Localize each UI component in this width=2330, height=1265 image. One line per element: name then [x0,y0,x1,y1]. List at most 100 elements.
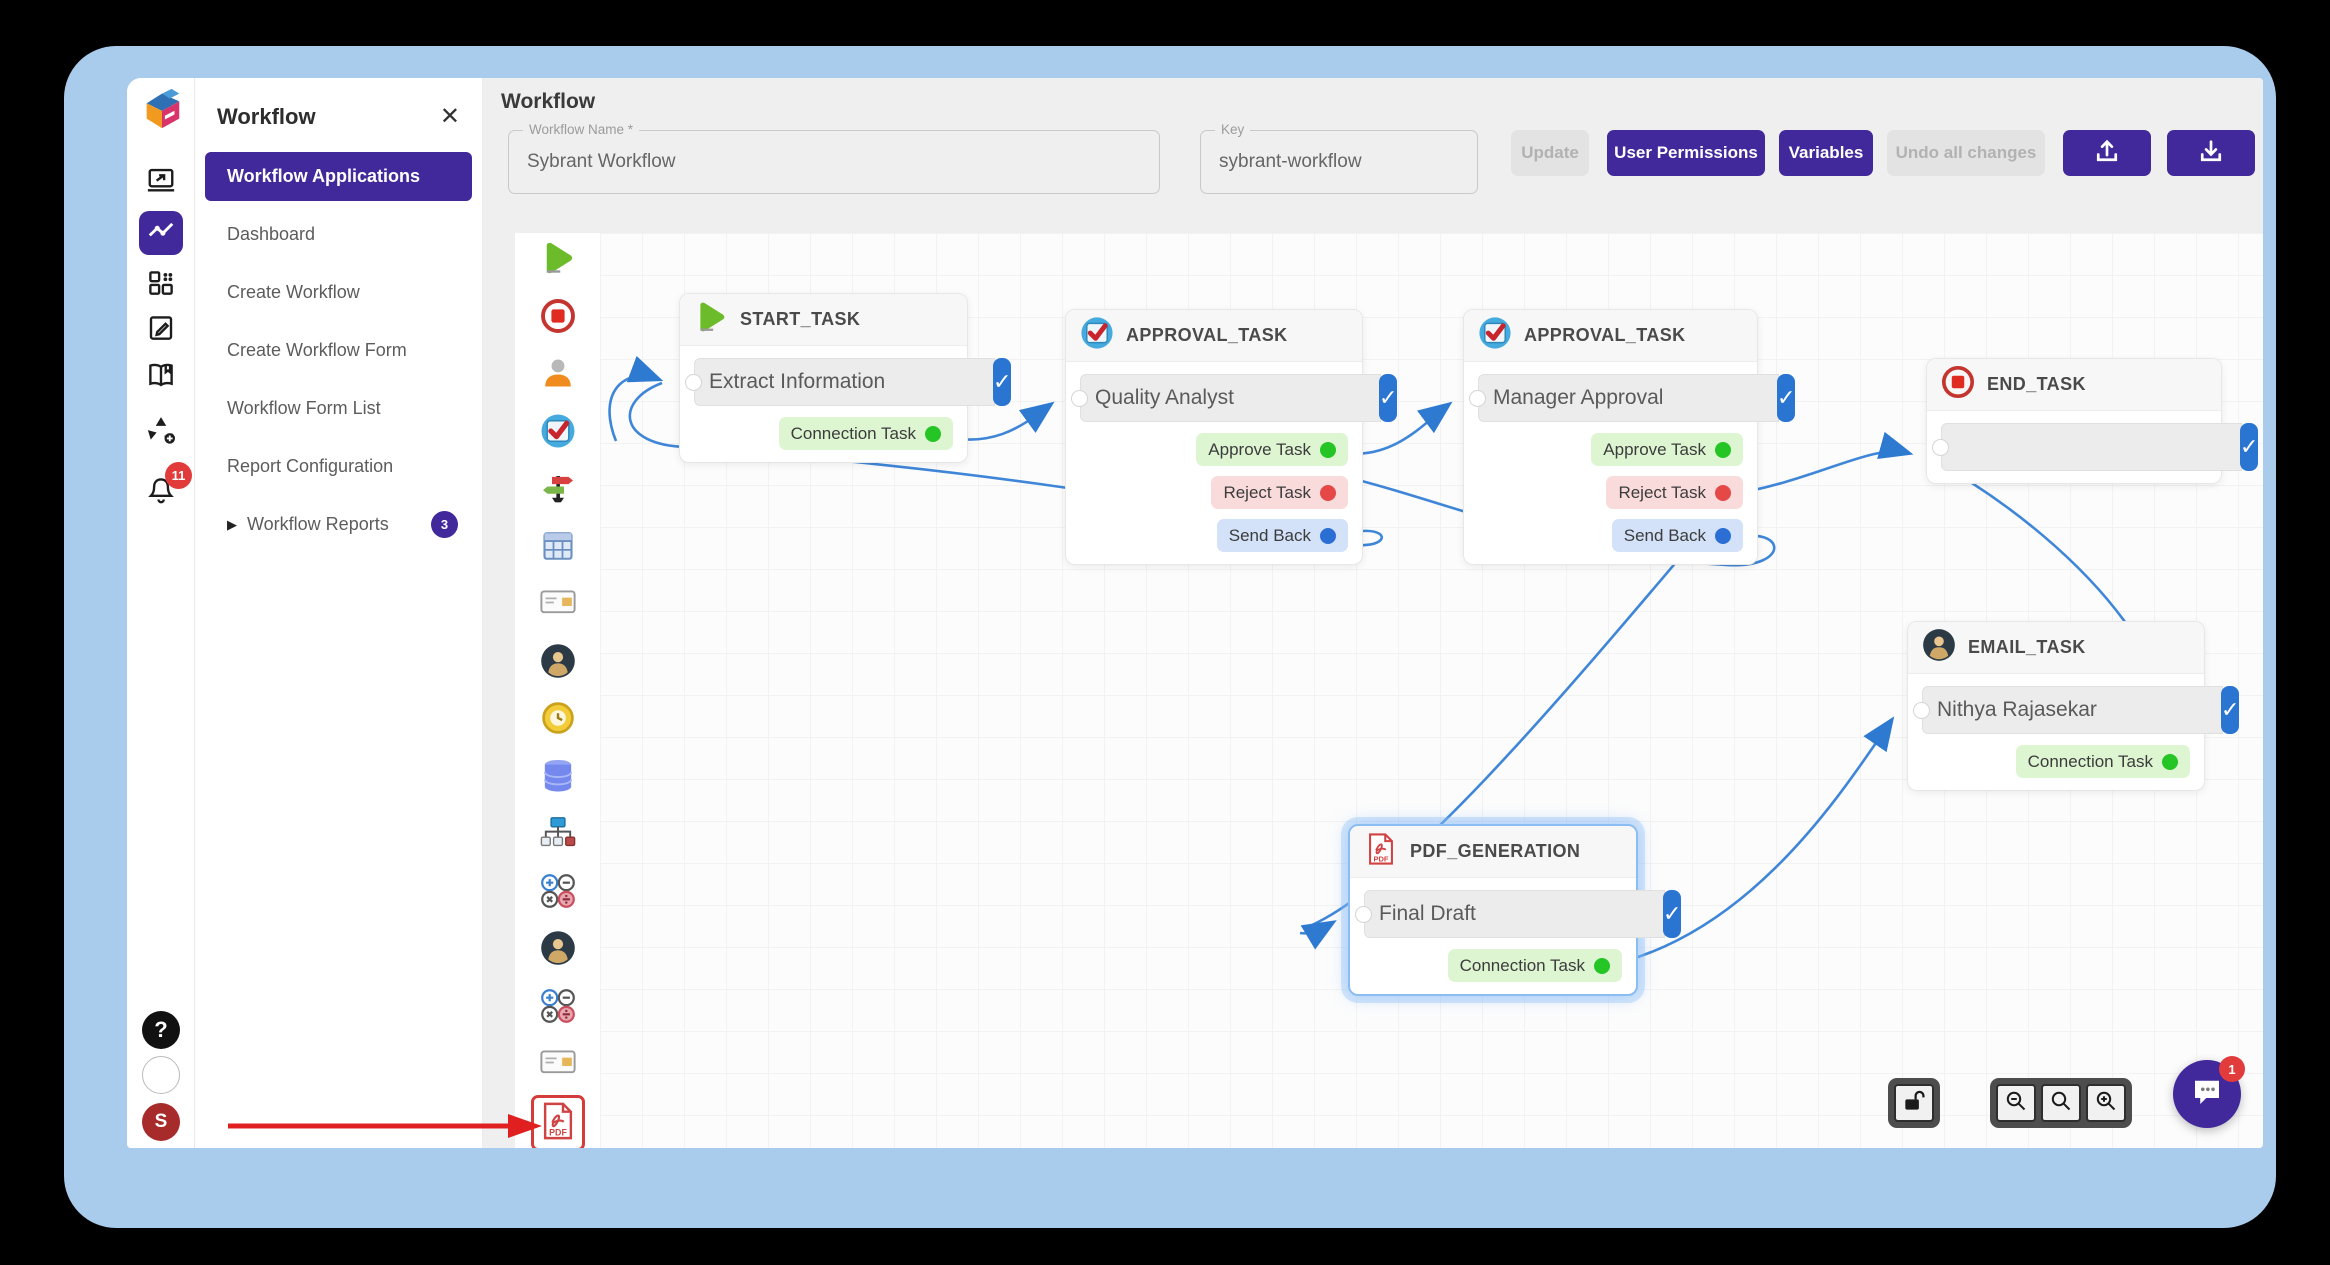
sidebar-item-workflow-applications[interactable]: Workflow Applications [205,152,472,201]
node-header[interactable]: START_TASK [680,294,967,346]
rail-empty-circle-button[interactable] [142,1056,180,1094]
page-title: Workflow [501,90,596,113]
workflow-canvas[interactable]: START_TASK ✓ Connection Task APPROVAL_TASK ✓… [600,233,2263,1148]
zoom-in-button[interactable] [2086,1084,2126,1122]
palette-timer[interactable] [536,697,580,743]
palette-sitemap[interactable] [536,812,580,858]
workflow-node-email[interactable]: EMAIL_TASK ✓ Connection Task [1907,621,2240,791]
confirm-check-button[interactable]: ✓ [1777,374,1796,422]
input-port[interactable] [1355,906,1372,923]
sidebar-item-dashboard[interactable]: Dashboard [205,210,472,259]
input-port[interactable] [1913,702,1930,719]
output-port-dot[interactable] [1715,484,1731,501]
chat-button[interactable]: 1 [2173,1056,2245,1128]
confirm-check-button[interactable]: ✓ [993,358,1012,406]
output-port-dot[interactable] [2162,753,2178,770]
rail-book-button[interactable] [139,355,183,399]
close-icon[interactable]: ✕ [439,103,460,130]
output-port-dot[interactable] [1715,527,1731,544]
output-port-dot[interactable] [1320,527,1336,544]
rail-flow-add-button[interactable] [139,409,183,453]
sidebar-item-create-workflow-form[interactable]: Create Workflow Form [205,326,472,375]
zoom-out-icon [2004,1089,2028,1118]
output-port-dot[interactable] [1320,441,1336,458]
outcome-pill-connection-task[interactable]: Connection Task [2015,745,2190,778]
chat-icon [2189,1074,2225,1115]
palette-approval-task[interactable] [536,410,580,456]
outcome-pill-approve-task[interactable]: Approve Task [1591,433,1743,466]
node-name-input[interactable] [1941,423,2242,471]
user-permissions-button[interactable]: User Permissions [1607,130,1765,176]
palette-stop-tool[interactable] [536,295,580,341]
undo-all-changes-button[interactable]: Undo all changes [1887,130,2045,176]
rail-bell-button[interactable]: 11 [139,462,192,514]
rail-clipboard-edit-button[interactable] [139,308,183,352]
output-port-dot[interactable] [1715,441,1731,458]
confirm-check-button[interactable]: ✓ [1379,374,1398,422]
variables-button[interactable]: Variables [1779,130,1873,176]
confirm-check-button[interactable]: ✓ [1663,890,1682,938]
input-port[interactable] [1469,390,1486,407]
rail-apps-button[interactable] [139,263,183,307]
input-port[interactable] [1071,390,1088,407]
palette-math-ops[interactable] [536,985,580,1031]
palette-card[interactable] [536,1042,580,1088]
rail-help-button[interactable]: ? [142,1011,180,1049]
app-logo-icon[interactable] [139,86,185,132]
outcome-pill-send-back[interactable]: Send Back [1611,519,1743,552]
palette-avatar-task[interactable] [536,640,580,686]
zoom-out-button[interactable] [1996,1084,2036,1122]
node-name-input[interactable] [1080,374,1381,422]
workflow-node-start[interactable]: START_TASK ✓ Connection Task [679,293,1012,463]
palette-database[interactable] [536,755,580,801]
outcome-pill-send-back[interactable]: Send Back [1216,519,1348,552]
palette-pdf-tool-highlighted[interactable]: PDF [530,1095,585,1148]
confirm-check-button[interactable]: ✓ [2240,423,2259,471]
outcome-pill-connection-task[interactable]: Connection Task [1447,949,1622,982]
rail-screen-share-button[interactable] [139,160,183,204]
node-header[interactable]: APPROVAL_TASK [1066,310,1362,362]
outcome-pill-connection-task[interactable]: Connection Task [778,417,953,450]
outcome-pill-reject-task[interactable]: Reject Task [1606,476,1743,509]
sidebar-item-create-workflow[interactable]: Create Workflow [205,268,472,317]
outcome-pill-reject-task[interactable]: Reject Task [1211,476,1348,509]
input-port[interactable] [1932,439,1949,456]
palette-signpost[interactable] [536,467,580,513]
palette-table[interactable] [536,525,580,571]
palette-card[interactable] [536,582,580,628]
node-header[interactable]: EMAIL_TASK [1908,622,2204,674]
node-name-input[interactable] [1478,374,1779,422]
node-header[interactable]: APPROVAL_TASK [1464,310,1757,362]
node-name-input[interactable] [1922,686,2223,734]
upload-button[interactable] [2063,130,2151,176]
confirm-check-button[interactable]: ✓ [2221,686,2240,734]
workflow-name-input[interactable] [527,131,1147,193]
palette-math-ops[interactable] [536,870,580,916]
update-button[interactable]: Update [1511,130,1589,176]
download-button[interactable] [2167,130,2255,176]
output-port-dot[interactable] [1594,957,1610,974]
palette-play-tool[interactable] [536,237,580,283]
input-port[interactable] [685,374,702,391]
lock-button[interactable] [1894,1084,1934,1122]
palette-user-task[interactable] [536,352,580,398]
workflow-node-end[interactable]: END_TASK ✓ [1926,358,2259,484]
node-name-input[interactable] [1364,890,1665,938]
zoom-reset-button[interactable] [2041,1084,2081,1122]
rail-trending-button[interactable] [139,211,183,255]
output-port-dot[interactable] [925,425,941,442]
outcome-pill-approve-task[interactable]: Approve Task [1196,433,1348,466]
workflow-key-input[interactable] [1219,131,1465,193]
sidebar-item-workflow-form-list[interactable]: Workflow Form List [205,384,472,433]
palette-avatar-task[interactable] [536,927,580,973]
node-name-input[interactable] [694,358,995,406]
rail-user-initial-button[interactable]: S [142,1103,180,1141]
output-port-dot[interactable] [1320,484,1336,501]
sidebar-item-report-configuration[interactable]: Report Configuration [205,442,472,491]
node-header[interactable]: END_TASK [1927,359,2221,411]
